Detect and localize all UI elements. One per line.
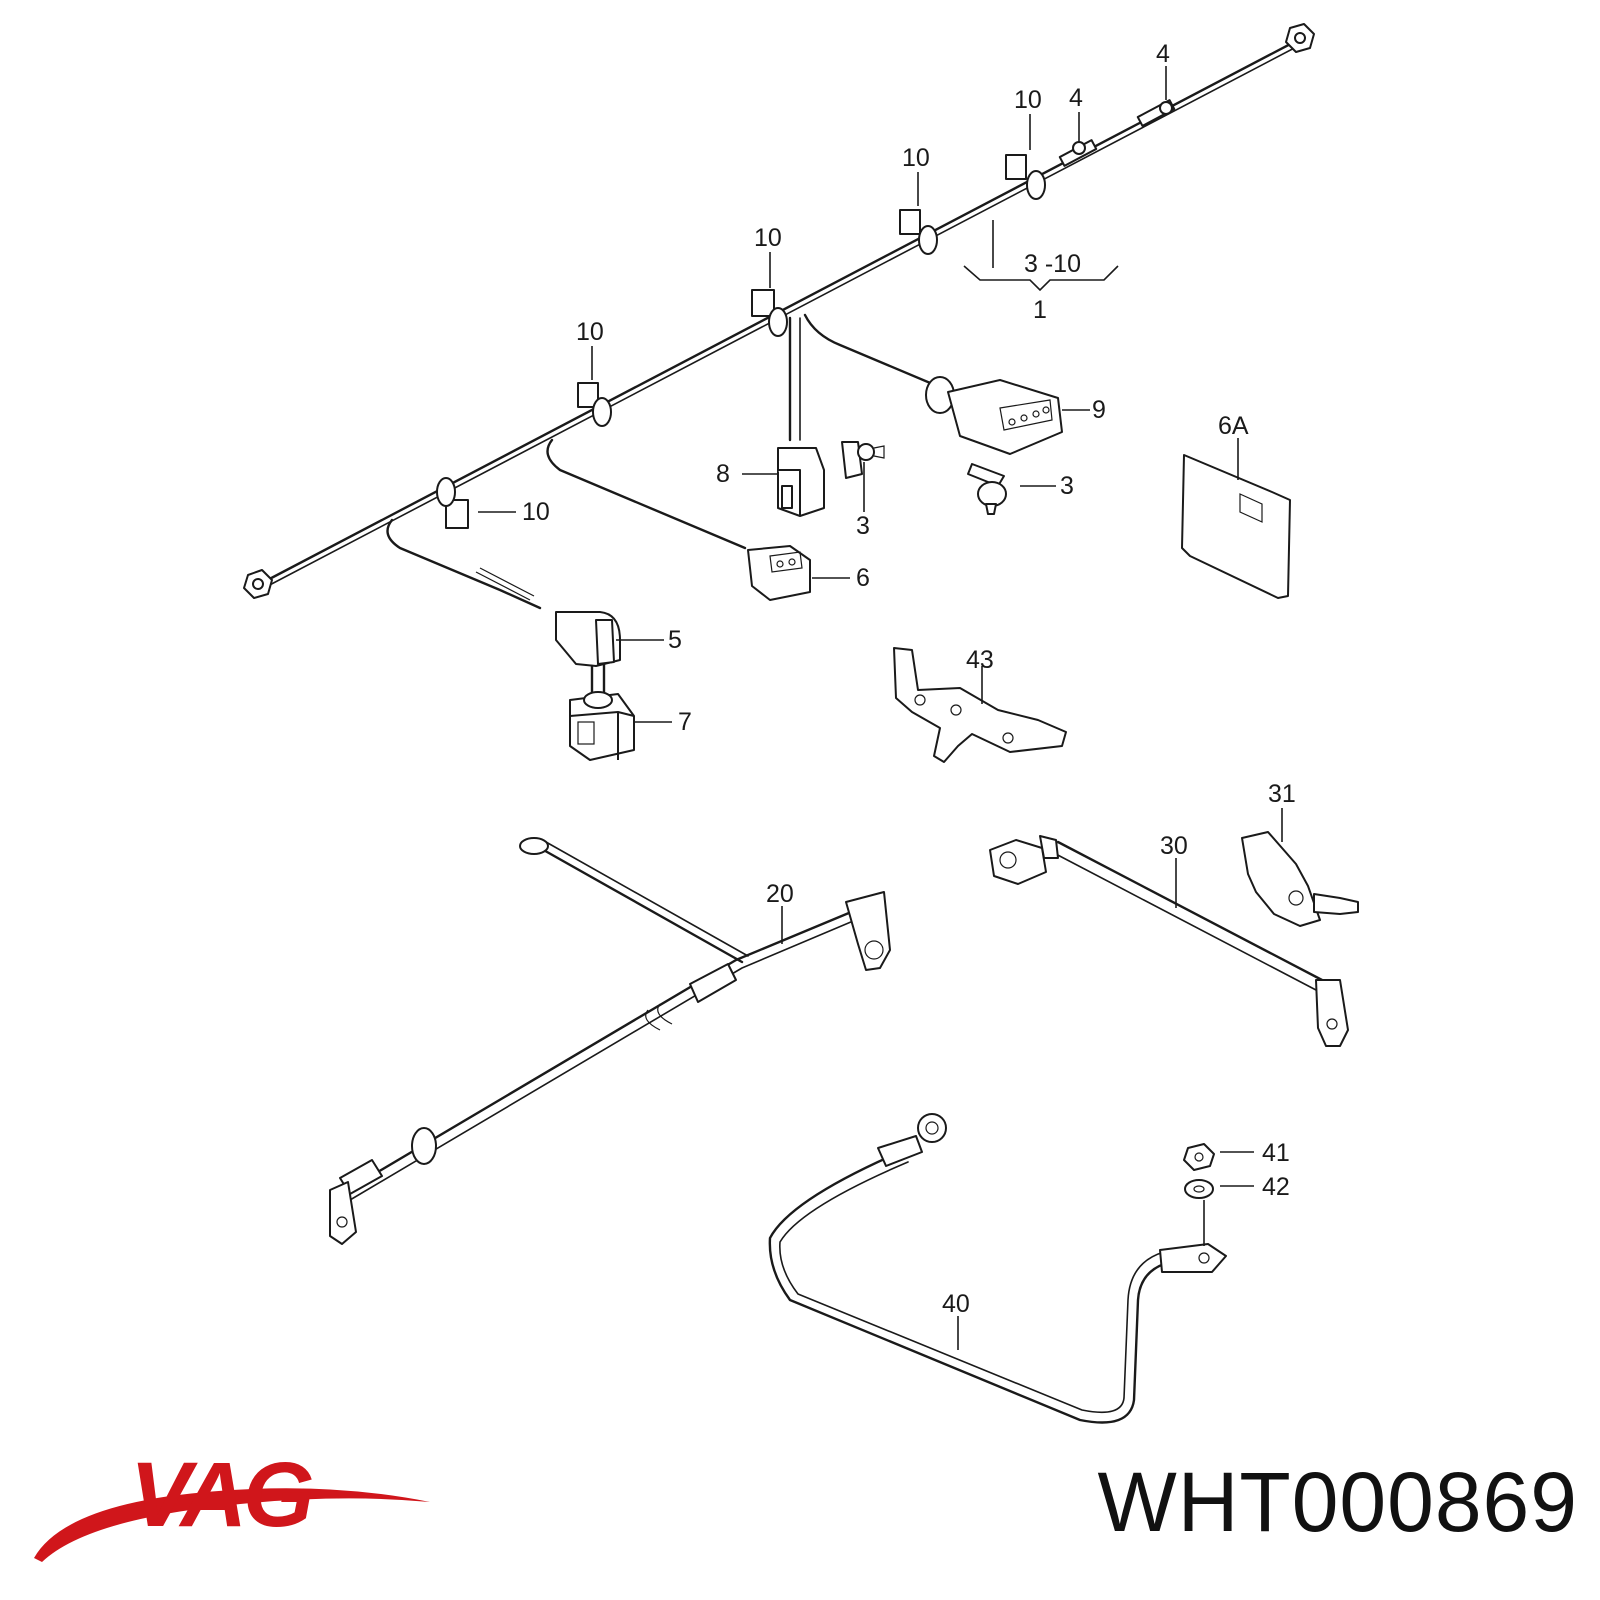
callout-3-10: 3 -10 <box>1024 250 1081 278</box>
washer-42 <box>1184 1179 1214 1199</box>
bracket-31 <box>1241 831 1359 927</box>
clip-10 <box>577 382 612 427</box>
callout-30: 30 <box>1160 832 1188 860</box>
callout-20: 20 <box>766 880 794 908</box>
ring-terminal-left <box>243 569 273 599</box>
callout-42: 42 <box>1262 1173 1290 1201</box>
screw-4 <box>1072 141 1086 155</box>
callout-10: 10 <box>902 144 930 172</box>
harness-clips <box>436 101 1173 529</box>
callout-10: 10 <box>576 318 604 346</box>
callout-4: 4 <box>1156 40 1170 68</box>
connector-7 <box>569 691 635 761</box>
logo-text: VAG <box>130 1444 312 1546</box>
fastener-3 <box>967 463 1007 515</box>
callout-4: 4 <box>1069 84 1083 112</box>
connector-8 <box>777 447 825 517</box>
callout-43: 43 <box>966 646 994 674</box>
fastener-3 <box>841 441 885 479</box>
callout-9: 9 <box>1092 396 1106 424</box>
callout-10: 10 <box>754 224 782 252</box>
clip-10 <box>899 209 938 255</box>
battery-cable-20 <box>329 837 891 1245</box>
nut-41 <box>1183 1143 1215 1171</box>
callout-8: 8 <box>716 460 730 488</box>
callout-40: 40 <box>942 1290 970 1318</box>
vag-logo: VAG <box>34 1444 430 1562</box>
clip-10 <box>436 477 469 529</box>
bracket-43 <box>893 647 1067 763</box>
connector-6 <box>747 545 811 601</box>
callout-5: 5 <box>668 626 682 654</box>
screw-4 <box>1159 101 1173 115</box>
logo-swoosh <box>34 1488 430 1562</box>
callout-6: 6 <box>856 564 870 592</box>
clip-10 <box>751 289 788 337</box>
plate-6A <box>1181 454 1291 599</box>
callout-3: 3 <box>1060 472 1074 500</box>
callout-7: 7 <box>678 708 692 736</box>
ground-cable-40 <box>768 1113 1227 1424</box>
ground-cable-30 <box>989 835 1349 1047</box>
callout-41: 41 <box>1262 1139 1290 1167</box>
callout-6A: 6A <box>1218 412 1249 440</box>
callout-labels: 4 4 10 10 10 10 10 3 -10 1 9 8 3 3 6A 6 … <box>522 40 1296 1318</box>
callout-10: 10 <box>522 498 550 526</box>
part-number: WHT000869 <box>1097 1455 1578 1549</box>
connector-9 <box>925 376 1063 455</box>
leader-lines <box>478 66 1283 1350</box>
ring-terminal-right <box>1285 23 1315 53</box>
connector-5 <box>555 611 621 694</box>
callout-3: 3 <box>856 512 870 540</box>
callout-1: 1 <box>1033 296 1047 324</box>
clip-10 <box>1005 154 1046 200</box>
callout-10: 10 <box>1014 86 1042 114</box>
callout-31: 31 <box>1268 780 1296 808</box>
